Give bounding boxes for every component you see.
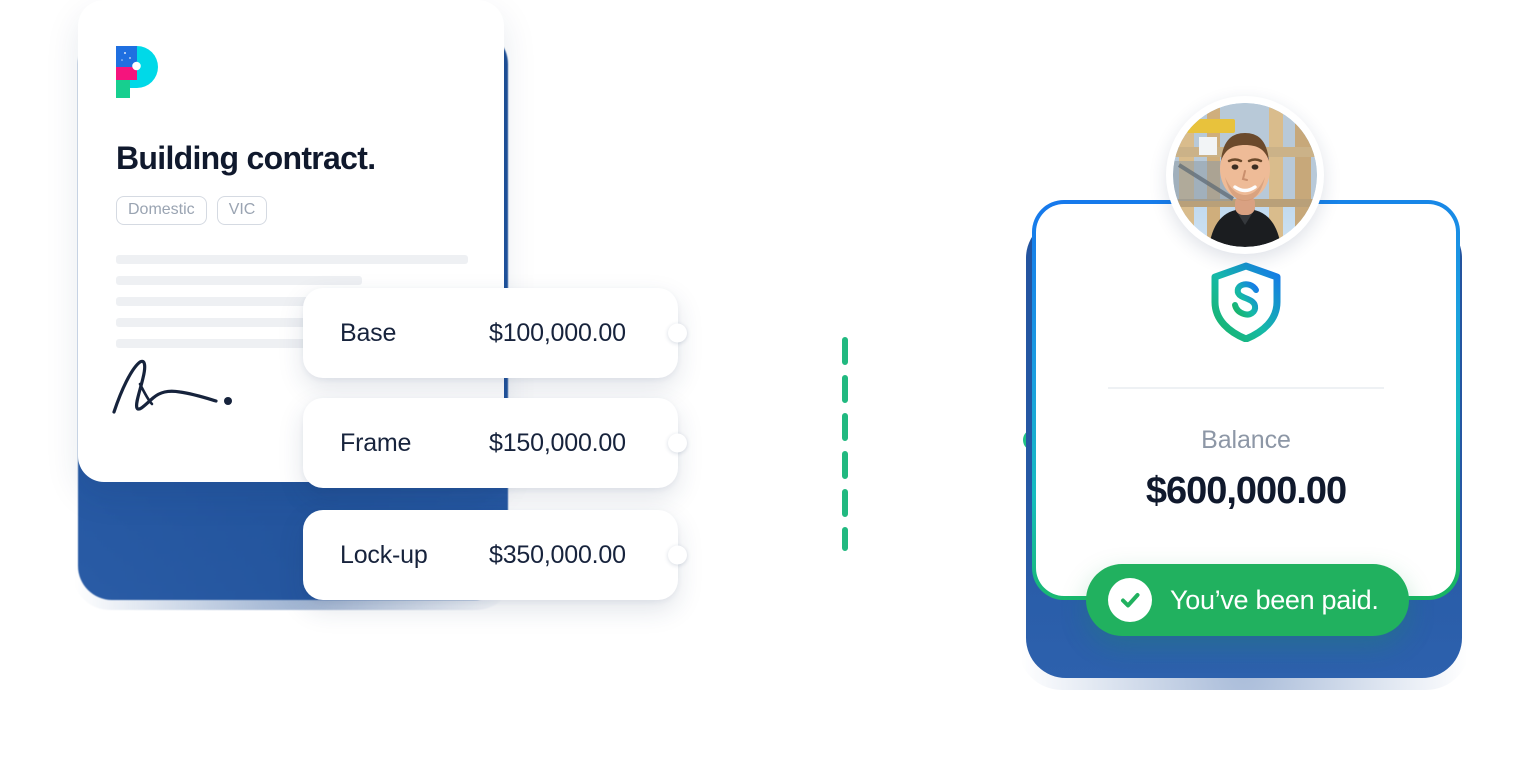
placeholder-line [116, 297, 446, 306]
tag-list: Domestic VIC [116, 196, 476, 225]
tag-domestic[interactable]: Domestic [116, 196, 207, 225]
payment-amount: $150,000.00 [489, 428, 626, 457]
document-content: Building contract. Domestic VIC [116, 46, 476, 348]
placeholder-line [116, 339, 400, 348]
payment-row-base[interactable]: Base $100,000.00 [303, 288, 687, 378]
status-badge-paid[interactable]: You’ve been paid. [1086, 564, 1409, 636]
payment-label: Lock-up [340, 540, 428, 569]
placeholder-line [116, 318, 434, 327]
shield-dollar-icon [1209, 262, 1283, 347]
payment-row-frame[interactable]: Frame $150,000.00 [303, 398, 687, 488]
connector-node-icon [668, 323, 687, 343]
user-avatar [1173, 103, 1317, 247]
payment-amount: $100,000.00 [489, 318, 626, 347]
placeholder-line [116, 276, 362, 285]
document-placeholder-text [116, 255, 476, 348]
payment-row-lockup[interactable]: Lock-up $350,000.00 [303, 510, 687, 600]
card-divider [1108, 387, 1384, 389]
tag-vic[interactable]: VIC [216, 196, 268, 225]
check-circle-icon [1108, 578, 1152, 622]
paintbrush-p-logo-icon [116, 46, 158, 98]
payment-amount: $350,000.00 [489, 540, 626, 569]
connector-node-icon [668, 545, 687, 565]
payment-label: Base [340, 318, 397, 347]
payment-label: Frame [340, 428, 412, 457]
avatar[interactable] [1166, 96, 1324, 254]
balance-label: Balance [1201, 426, 1291, 454]
signature-icon [108, 354, 248, 420]
balance-value: $600,000.00 [1145, 470, 1347, 512]
page-title: Building contract. [116, 140, 376, 176]
paid-label: You’ve been paid. [1170, 584, 1379, 615]
connector-node-icon [668, 433, 687, 453]
placeholder-line [116, 255, 468, 264]
balance-card[interactable]: Balance $600,000.00 [1032, 200, 1460, 600]
balance-card-face: Balance $600,000.00 [1036, 204, 1456, 596]
